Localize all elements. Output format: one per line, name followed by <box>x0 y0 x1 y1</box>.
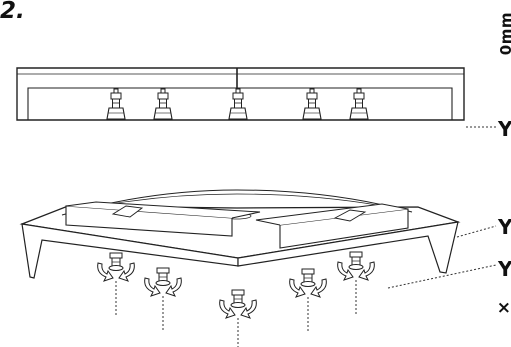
side-mark-2: Y <box>497 215 511 239</box>
side-mark-1: Y <box>497 117 511 141</box>
leader-line-mid <box>456 225 497 238</box>
step-number: 2. <box>0 0 25 24</box>
iso-view-tray <box>19 189 461 279</box>
multiply-mark: × <box>496 298 511 318</box>
leader-line-low <box>387 264 497 289</box>
side-mark-3: Y <box>497 257 511 281</box>
